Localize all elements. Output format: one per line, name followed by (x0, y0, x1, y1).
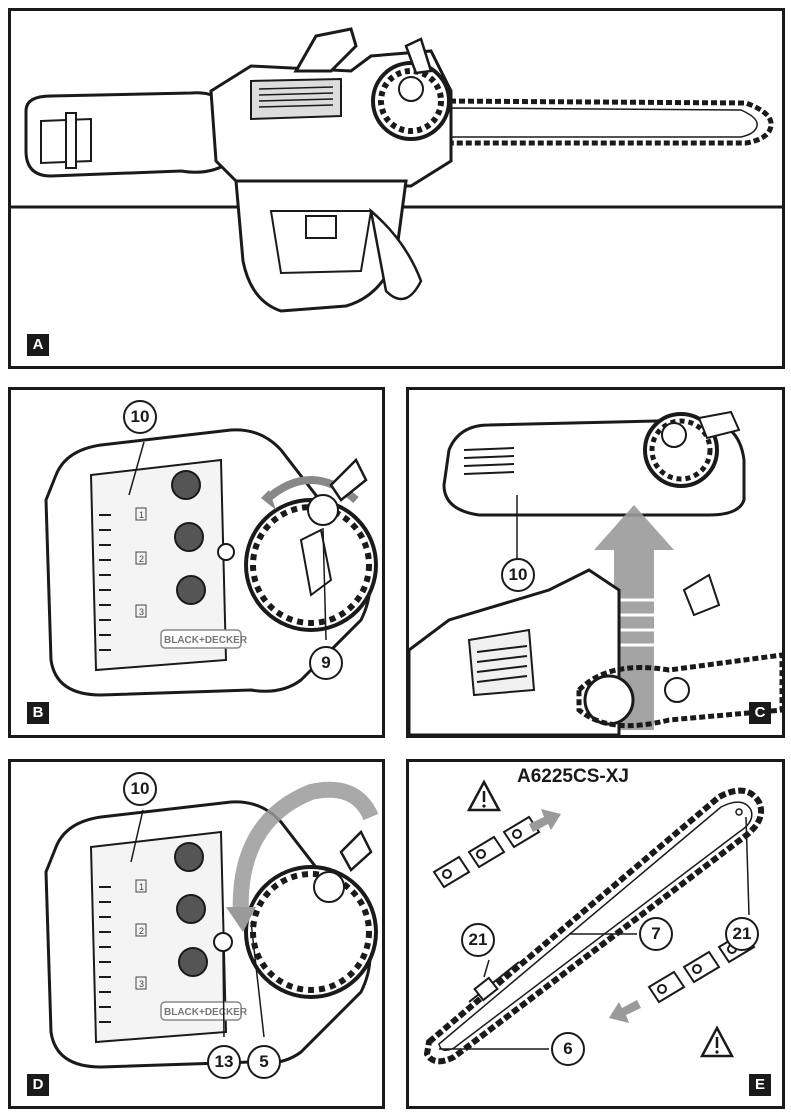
warning-triangle-icon (699, 1025, 735, 1058)
callout-13: 13 (207, 1045, 241, 1079)
step-3: 3 (139, 979, 144, 989)
callout-9: 9 (309, 646, 343, 680)
model-number: A6225CS-XJ (517, 766, 629, 787)
cover-removal-view (409, 410, 782, 735)
arrow-icon (609, 1000, 641, 1023)
step-2: 2 (139, 926, 144, 936)
callout-5: 5 (247, 1045, 281, 1079)
brand-logo: BLACK+DECKER (164, 635, 248, 646)
callout-6: 6 (551, 1032, 585, 1066)
callout-7: 7 (639, 917, 673, 951)
callout-10: 10 (123, 400, 157, 434)
panel-label-b: B (27, 702, 49, 724)
panel-a: A (8, 8, 785, 369)
step-1: 1 (139, 510, 144, 520)
step-2: 2 (139, 554, 144, 564)
panel-label-e: E (749, 1074, 771, 1096)
callout-21: 21 (461, 923, 495, 957)
warning-triangle-icon (466, 779, 502, 812)
step-3: 3 (139, 607, 144, 617)
callout-21: 21 (725, 917, 759, 951)
arrow-icon (529, 809, 561, 832)
chainsaw-side-view (11, 27, 782, 313)
step-1: 1 (139, 882, 144, 892)
brand-logo: BLACK+DECKER (164, 1007, 248, 1018)
bar-and-chain (423, 779, 765, 1065)
panel-label-d: D (27, 1074, 49, 1096)
panel-label-a: A (27, 334, 49, 356)
panel-d: 1 2 3 BLACK+DECKER 10 13 5 D (8, 759, 385, 1109)
panel-e: A6225CS-XJ 21 7 21 6 E (406, 759, 785, 1109)
panel-c: 10 C (406, 387, 785, 738)
chain-cover-closeup: 1 2 3 BLACK+DECKER (44, 428, 378, 697)
callout-10: 10 (501, 558, 535, 592)
callout-10: 10 (123, 772, 157, 806)
chain-cover-tighten: 1 2 3 BLACK+DECKER (44, 781, 379, 1069)
panel-label-c: C (749, 702, 771, 724)
panel-b: 1 2 3 BLACK+DECKER 10 9 B (8, 387, 385, 738)
